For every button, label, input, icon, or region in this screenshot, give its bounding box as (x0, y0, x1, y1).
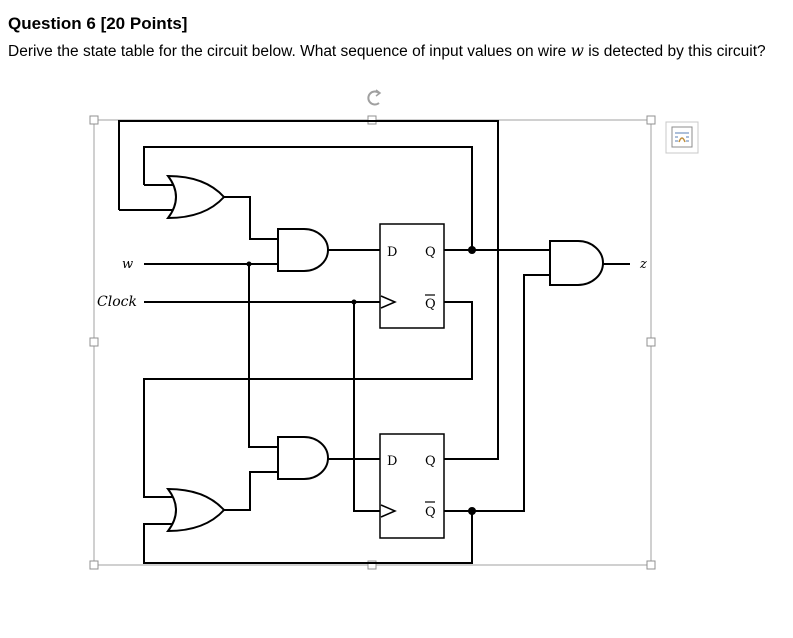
resize-handle-right[interactable] (646, 337, 656, 347)
gates (165, 174, 604, 533)
resize-handle-left[interactable] (89, 337, 99, 347)
rotate-handle-icon[interactable] (367, 89, 382, 106)
input-w-label: w (122, 257, 133, 272)
junction-dot-qbar2 (468, 507, 476, 515)
junction-dot-q1 (468, 246, 476, 254)
resize-handle-top-right[interactable] (646, 115, 656, 125)
or-gate-top (165, 174, 226, 220)
and-gate-output (549, 240, 604, 286)
flipflop-2-qbar-label: Q (425, 505, 436, 520)
junction-dot-clock (351, 299, 357, 305)
junction-dots (246, 246, 476, 515)
question-text-part1: Derive the state table for the circuit b… (8, 43, 571, 60)
wires (118, 120, 630, 564)
resize-handle-bottom-left[interactable] (89, 560, 99, 570)
flipflop-1-d-label: D (387, 245, 397, 260)
layout-options-icon[interactable] (665, 121, 699, 154)
flipflop-2-d-label: D (387, 454, 397, 469)
question-variable: w (570, 42, 584, 60)
flipflop-1: D Q Q (379, 223, 445, 329)
flipflop-1-qbar-label: Q (425, 297, 436, 312)
question-title: Question 6 [20 Points] (8, 14, 188, 33)
question-text: Derive the state table for the circuit b… (8, 40, 788, 63)
and-gate-bottom (277, 436, 329, 480)
flipflop-2-q-label: Q (425, 454, 436, 469)
flipflop-2: D Q Q (379, 433, 445, 539)
junction-dot-w (246, 261, 252, 267)
flipflop-1-q-label: Q (425, 245, 436, 260)
output-z-label: z (639, 257, 647, 272)
or-gate-bottom (165, 487, 226, 533)
resize-handle-top-left[interactable] (89, 115, 99, 125)
input-clock-label: Clock (97, 294, 137, 310)
resize-handle-bottom-right[interactable] (646, 560, 656, 570)
and-gate-top (277, 228, 329, 272)
resize-handle-bottom[interactable] (367, 560, 377, 570)
question-text-part2: is detected by this circuit? (583, 43, 766, 60)
